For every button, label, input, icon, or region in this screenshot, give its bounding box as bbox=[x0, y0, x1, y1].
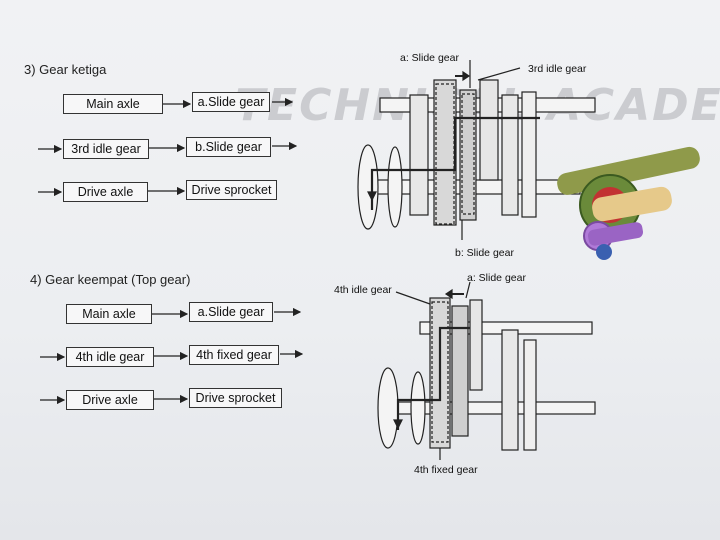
section-4-title: 4) Gear keempat (Top gear) bbox=[30, 272, 191, 287]
section-3-title: 3) Gear ketiga bbox=[24, 62, 107, 77]
s3-main-axle-box: Main axle bbox=[63, 94, 163, 114]
s4-flow-arrows bbox=[40, 307, 304, 405]
s4-drive-sprocket-box: Drive sprocket bbox=[189, 388, 282, 408]
s4-4th-idle-gear-label: 4th idle gear bbox=[334, 284, 392, 296]
s4-a-slide-gear-label: a: Slide gear bbox=[467, 272, 526, 284]
s4-main-axle-box: Main axle bbox=[66, 304, 152, 324]
s4-drive-axle-box: Drive axle bbox=[66, 390, 154, 410]
s4-fixed-gear-box: 4th fixed gear bbox=[189, 345, 279, 365]
s4-transmission-drawing bbox=[377, 281, 596, 460]
s3-3d-gear-illustration bbox=[557, 146, 700, 260]
s4-4th-fixed-gear-label: 4th fixed gear bbox=[414, 464, 478, 476]
s3-drive-axle-box: Drive axle bbox=[63, 182, 148, 202]
s3-flow-arrows bbox=[38, 97, 298, 197]
s3-slide-gear-a-box: a.Slide gear bbox=[192, 92, 270, 112]
s3-slide-gear-b-box: b.Slide gear bbox=[186, 137, 271, 157]
s3-drive-sprocket-box: Drive sprocket bbox=[186, 180, 277, 200]
s3-3rd-idle-gear-label: 3rd idle gear bbox=[528, 63, 587, 75]
s4-idle-gear-box: 4th idle gear bbox=[66, 347, 154, 367]
s4-slide-gear-a-box: a.Slide gear bbox=[189, 302, 273, 322]
s3-b-slide-gear-label: b: Slide gear bbox=[455, 247, 514, 259]
s3-a-slide-gear-label: a: Slide gear bbox=[400, 52, 459, 64]
s3-idle-gear-box: 3rd idle gear bbox=[63, 139, 149, 159]
s3-transmission-drawing bbox=[357, 60, 596, 240]
